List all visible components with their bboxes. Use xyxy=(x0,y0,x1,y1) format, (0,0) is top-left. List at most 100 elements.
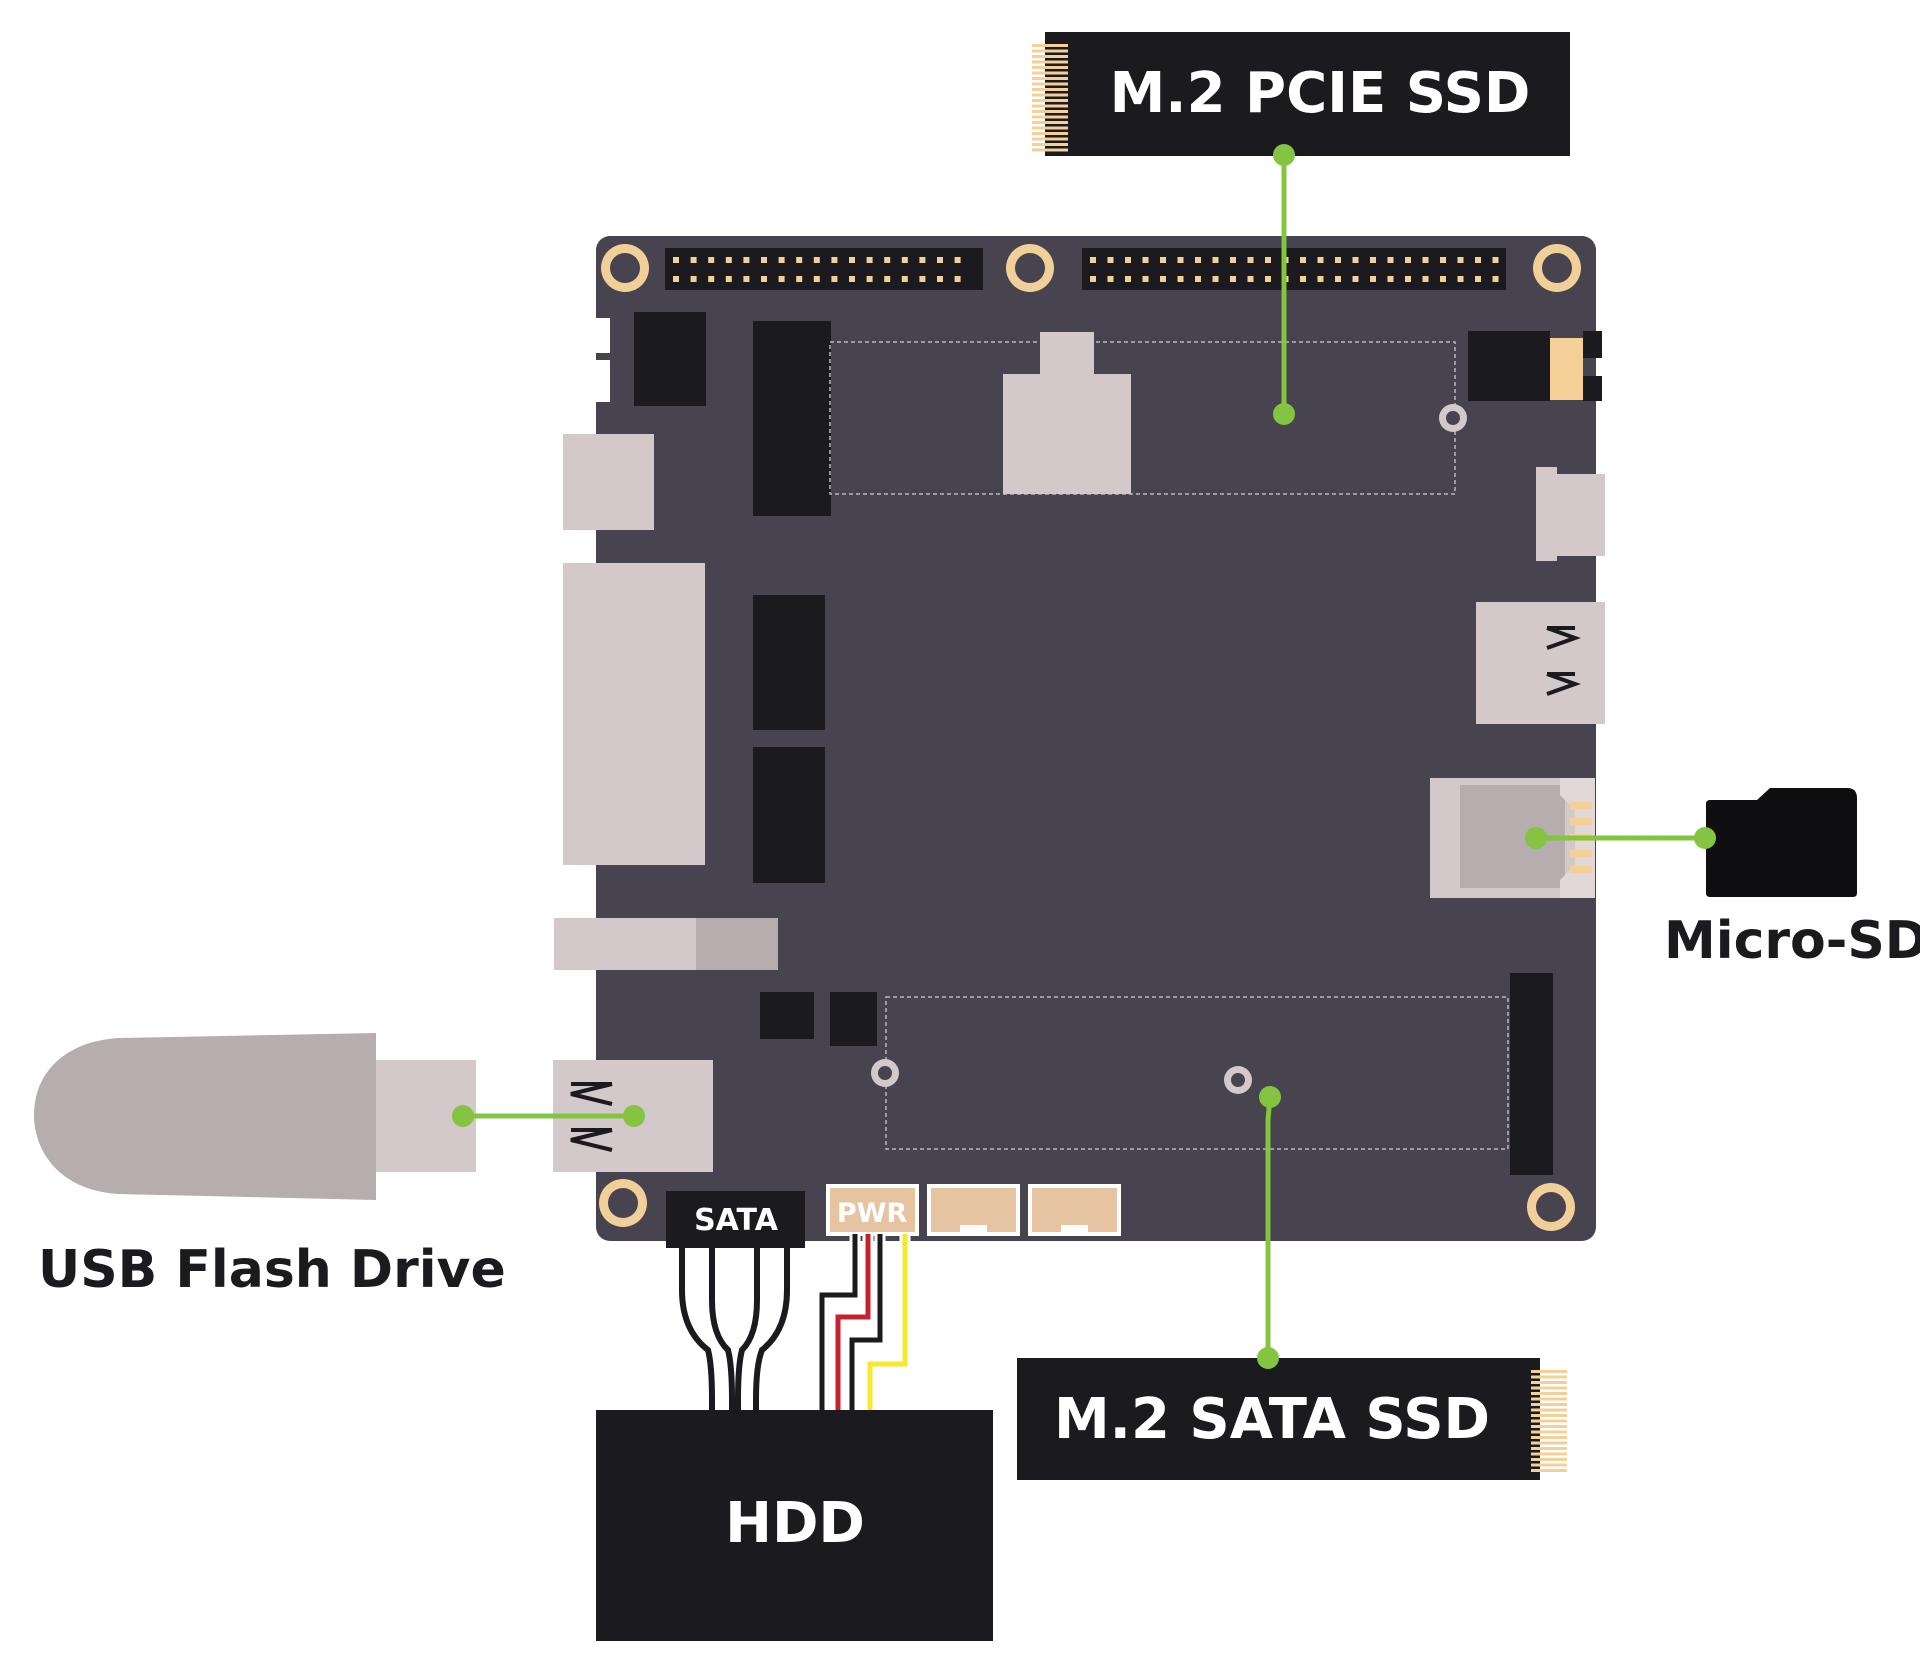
gpio-pin xyxy=(761,276,767,282)
gpio-pin xyxy=(1457,276,1464,282)
power-jack xyxy=(596,312,706,406)
chip-small-right xyxy=(830,992,877,1046)
gpio-pin xyxy=(831,276,838,282)
gpio-pin xyxy=(1107,276,1114,282)
gpio-pin xyxy=(1335,257,1341,263)
gpio-pin xyxy=(884,257,891,263)
sata-port: SATA xyxy=(666,1191,805,1248)
gpio-pin xyxy=(690,276,697,282)
gpio-pin xyxy=(743,276,750,282)
gpio-pin xyxy=(1195,276,1201,282)
gpio-pin xyxy=(1125,276,1131,282)
gpio-header-right xyxy=(1082,248,1506,290)
gpio-pin xyxy=(725,257,732,263)
mounting-hole-top-right xyxy=(1533,244,1581,292)
gpio-pin xyxy=(831,257,838,263)
usb-c-port xyxy=(1536,467,1605,561)
micro-sd-leader-line xyxy=(1525,827,1716,849)
fan-header-2 xyxy=(1028,1184,1121,1236)
gold-finger xyxy=(1531,1414,1567,1417)
gpio-pin xyxy=(901,276,908,282)
power-cable xyxy=(816,1234,911,1410)
gpio-pin xyxy=(1177,257,1184,263)
gpio-pin xyxy=(1457,257,1464,263)
gold-finger xyxy=(1032,82,1068,86)
gold-finger xyxy=(1531,1458,1567,1461)
gpio-pin xyxy=(1335,276,1341,282)
gold-finger xyxy=(1531,1408,1567,1412)
gold-finger xyxy=(1032,132,1068,135)
gold-finger xyxy=(1032,104,1068,108)
gpio-pin xyxy=(1475,276,1481,282)
hdd-box: HDD xyxy=(596,1410,993,1641)
gpio-pin xyxy=(1142,257,1149,263)
gold-finger xyxy=(1531,1469,1567,1472)
gpio-pin xyxy=(884,276,891,282)
gold-finger xyxy=(1032,99,1068,102)
gpio-header-left xyxy=(665,248,983,290)
gpio-pin xyxy=(1230,257,1236,263)
hdmi-port-stack xyxy=(563,563,705,865)
sata-port-label: SATA xyxy=(694,1203,779,1238)
gold-finger xyxy=(1032,77,1068,80)
micro-sd-card xyxy=(1706,788,1857,897)
gold-finger xyxy=(1032,148,1068,152)
gpio-pin xyxy=(1265,276,1271,282)
gold-finger xyxy=(1531,1381,1567,1384)
leader-lines xyxy=(452,144,1716,1369)
gpio-pin xyxy=(1370,257,1376,263)
gold-finger xyxy=(1032,66,1068,69)
gpio-pin xyxy=(1107,257,1114,263)
gpio-pin xyxy=(1195,257,1201,263)
gpio-pin xyxy=(849,257,855,263)
gpio-pin xyxy=(919,257,926,263)
side-slot-connector xyxy=(554,918,778,970)
gpio-pin xyxy=(708,276,715,282)
gpio-pin xyxy=(937,276,943,282)
gpio-pin xyxy=(778,276,785,282)
gpio-pin xyxy=(796,257,803,263)
gold-finger xyxy=(1531,1392,1567,1395)
gold-finger xyxy=(1032,126,1068,130)
gpio-pin xyxy=(1160,257,1166,263)
gold-finger xyxy=(1032,60,1068,64)
gpio-pin xyxy=(1300,257,1306,263)
gpio-pin xyxy=(673,276,679,282)
gpio-pin xyxy=(1405,257,1411,263)
gold-finger xyxy=(1032,44,1068,47)
m2-pcie-standoff xyxy=(1439,404,1467,432)
hdd-label: HDD xyxy=(725,1491,865,1556)
pwr-port-label: PWR xyxy=(837,1198,908,1229)
gpio-pin xyxy=(866,276,873,282)
gpio-pin xyxy=(690,257,697,263)
usb-flash-drive xyxy=(34,1033,476,1200)
gpio-pin xyxy=(954,276,961,282)
gpio-pin xyxy=(778,257,785,263)
gold-finger xyxy=(1531,1397,1567,1401)
gpio-pin xyxy=(1440,276,1446,282)
gpio-pin xyxy=(1300,276,1306,282)
gpio-pin xyxy=(1142,276,1149,282)
gold-finger xyxy=(1531,1441,1567,1445)
gpio-pin xyxy=(813,276,820,282)
gpio-pin xyxy=(1265,257,1271,263)
m2-pcie-gold-fingers xyxy=(1032,44,1068,152)
gpio-pin xyxy=(1387,257,1394,263)
gold-finger xyxy=(1531,1370,1567,1373)
gold-finger xyxy=(1531,1425,1567,1428)
gpio-pin xyxy=(1212,276,1219,282)
gpio-pin xyxy=(1387,276,1394,282)
gpio-pin xyxy=(1160,276,1166,282)
sata-data-cable xyxy=(676,1248,793,1410)
gold-finger xyxy=(1531,1430,1567,1434)
gold-finger xyxy=(1032,55,1068,58)
ethernet-port xyxy=(563,434,654,530)
pwr-header: PWR xyxy=(826,1184,919,1236)
gpio-pin xyxy=(1090,276,1096,282)
gold-finger xyxy=(1032,49,1068,53)
chip-large xyxy=(753,321,831,516)
gpio-pin xyxy=(1177,276,1184,282)
gold-finger xyxy=(1531,1436,1567,1439)
m2-sata-standoff-right xyxy=(1224,1066,1252,1094)
